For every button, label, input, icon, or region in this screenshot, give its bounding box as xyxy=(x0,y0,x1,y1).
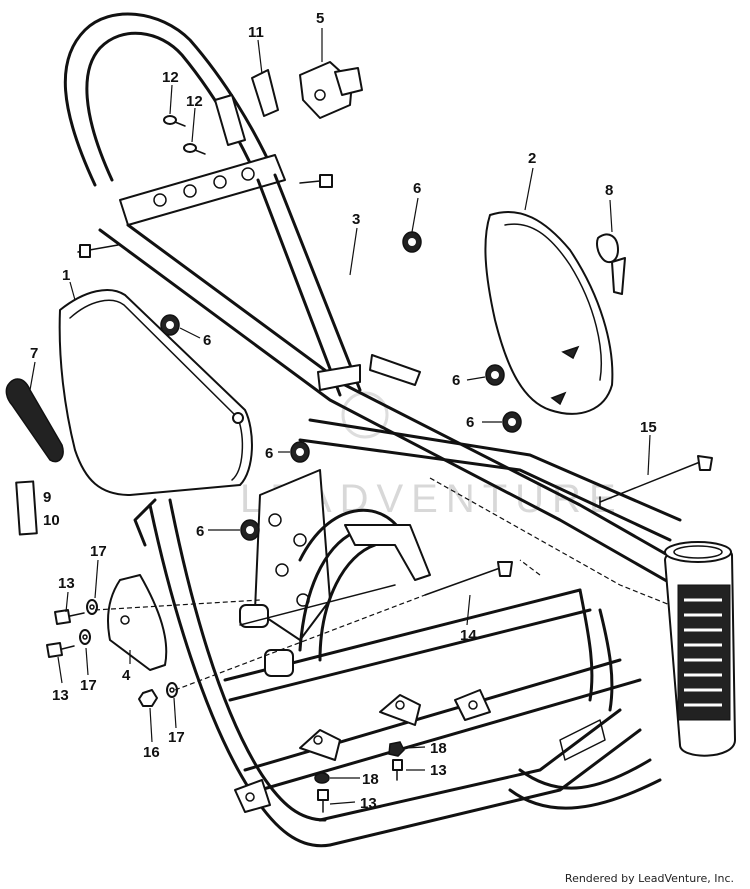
callout-14: 14 xyxy=(460,627,477,644)
callout-8: 8 xyxy=(605,182,613,199)
callout-6-center: 6 xyxy=(265,445,273,462)
cover-grommet-7 xyxy=(5,378,64,463)
callout-4: 4 xyxy=(122,667,131,684)
callout-18-upper: 18 xyxy=(430,740,447,757)
cover-emblem-8 xyxy=(596,233,626,295)
bolt-15 xyxy=(599,455,713,508)
callout-13-upper-left: 13 xyxy=(58,575,75,592)
hardware-small xyxy=(46,599,405,813)
callout-7: 7 xyxy=(30,345,38,362)
footer-credit: Rendered by LeadVenture, Inc. xyxy=(564,872,734,885)
assembly-lines xyxy=(94,477,671,691)
pad-9-10 xyxy=(15,480,38,536)
callout-numbers: 1 2 3 4 5 6 6 6 6 6 6 7 8 9 10 11 12 12 … xyxy=(30,10,657,812)
callout-17-lower: 17 xyxy=(168,729,185,746)
footpeg-rubber xyxy=(664,541,736,757)
callout-12-upper: 12 xyxy=(162,69,179,86)
callout-6-top: 6 xyxy=(413,180,421,197)
callout-12-lower: 12 xyxy=(186,93,203,110)
left-side-cover xyxy=(58,289,253,496)
callout-13-lower-left: 13 xyxy=(52,687,69,704)
callout-18-lower: 18 xyxy=(362,771,379,788)
callout-16: 16 xyxy=(143,744,160,761)
callout-6-right-lower: 6 xyxy=(466,414,474,431)
callout-1: 1 xyxy=(62,267,70,284)
bolt-14 xyxy=(424,561,513,596)
engine-hanger-bracket xyxy=(239,469,431,677)
leader-lines xyxy=(29,28,651,805)
callout-2: 2 xyxy=(528,150,536,167)
callout-13-right: 13 xyxy=(430,762,447,779)
callout-17-upper: 17 xyxy=(90,543,107,560)
step-bracket-4 xyxy=(107,574,168,671)
callout-15: 15 xyxy=(640,419,657,436)
callout-17-middle: 17 xyxy=(80,677,97,694)
seat-lock-bracket xyxy=(299,61,363,119)
callout-6-left: 6 xyxy=(203,332,211,349)
callout-9: 9 xyxy=(43,489,51,506)
callout-5: 5 xyxy=(316,10,324,27)
callout-10: 10 xyxy=(43,512,60,529)
callout-11: 11 xyxy=(248,24,264,41)
watermark-emblem xyxy=(341,391,389,439)
callout-6-right-upper: 6 xyxy=(452,372,460,389)
callout-6-lower: 6 xyxy=(196,523,204,540)
main-frame xyxy=(63,12,722,848)
callout-13-bottom: 13 xyxy=(360,795,377,812)
screw-12a xyxy=(163,115,186,127)
screw-12b xyxy=(183,143,206,155)
grommets-6 xyxy=(160,231,522,541)
callout-3: 3 xyxy=(352,211,360,228)
frame-clip xyxy=(214,94,246,146)
right-side-cover xyxy=(484,210,614,415)
emblem-strip xyxy=(251,69,279,117)
